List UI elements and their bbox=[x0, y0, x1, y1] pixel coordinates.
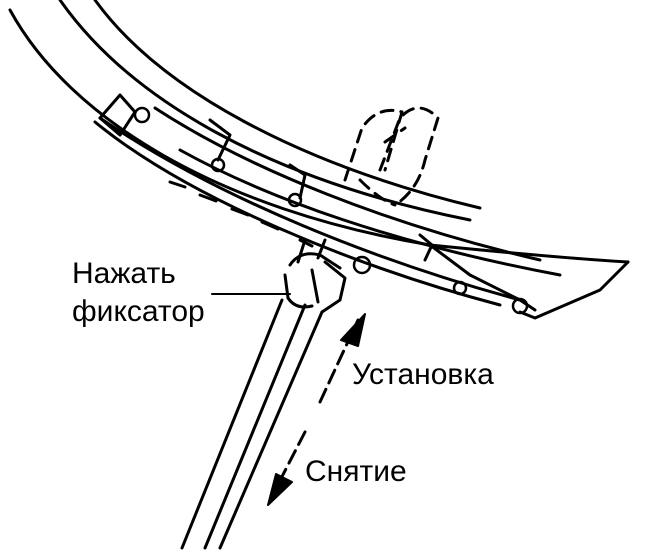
retainer-clip bbox=[283, 238, 347, 314]
install-arrowhead bbox=[340, 313, 366, 347]
remove-arrowhead bbox=[267, 473, 293, 506]
press-retainer-line2: фиксатор bbox=[72, 294, 205, 328]
phantom-blade-dashed bbox=[343, 106, 440, 207]
press-retainer-line1: Нажать bbox=[72, 257, 176, 290]
wiper-blade bbox=[8, 0, 630, 320]
press-retainer-label: Нажать фиксатор bbox=[72, 255, 205, 330]
wiper-arm bbox=[180, 298, 324, 550]
remove-label: Снятие bbox=[305, 455, 407, 488]
install-label: Установка bbox=[352, 358, 494, 391]
blade-serrations bbox=[168, 180, 314, 248]
arrow-down-icon bbox=[270, 430, 307, 498]
frame-joints bbox=[133, 106, 529, 315]
